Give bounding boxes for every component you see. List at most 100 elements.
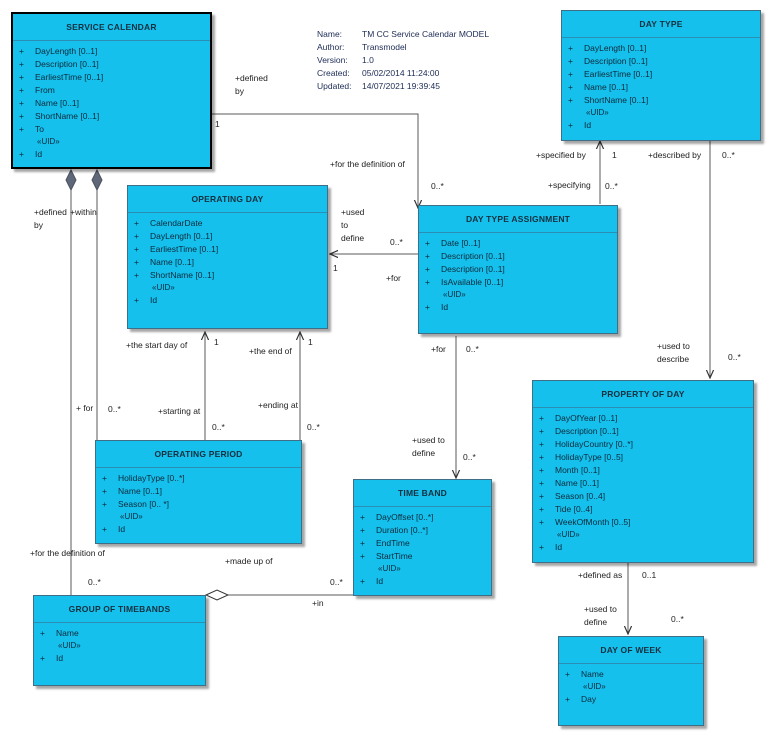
model-info-row: Updated:14/07/2021 19:39:45 [317, 80, 489, 93]
role-within: +within [70, 207, 97, 217]
visibility-marker: + [539, 478, 544, 488]
class-title: OPERATING PERIOD [96, 441, 301, 468]
model-info-key: Created: [317, 68, 350, 78]
attribute-row: + DayOffset [0..*] [360, 511, 485, 524]
role-starting-at: +starting at [158, 406, 201, 416]
uid-stereotype: «UID» [557, 530, 580, 539]
attribute-name: DayOffset [0..*] [376, 512, 434, 522]
class-day-of-week[interactable]: DAY OF WEEK+Name«UID»+Day [558, 636, 704, 726]
mult-dow: 0..* [671, 614, 684, 624]
role-ending-at: +ending at [258, 400, 298, 410]
attribute-row: + DayLength [0..1] [19, 45, 204, 58]
attribute-row: +From [19, 84, 204, 97]
class-property-of-day[interactable]: PROPERTY OF DAY+DayOfYear [0..1]+Descrip… [532, 380, 754, 563]
visibility-marker: + [102, 499, 107, 509]
model-info-row: Name: TM CC Service Calendar MODEL [317, 28, 489, 41]
attribute-name: From [35, 85, 55, 95]
identifier-name: Id [118, 524, 126, 534]
class-body: +Date [0..1]+Description [0..1]+Descript… [419, 233, 617, 316]
mult-tb-left: 0..* [330, 577, 343, 587]
class-body: +DayOfYear [0..1]+Description [0..1]+Hol… [533, 408, 753, 556]
attribute-row: +Date [0..1] [425, 237, 611, 250]
role-used-to-define-tb-2: define [412, 448, 436, 458]
role-used-to-define-3: define [341, 233, 365, 243]
identifier-name: Id [150, 295, 158, 305]
attribute-name: Month [0..1] [555, 465, 600, 475]
attribute-row: +Description [0..1] [539, 425, 747, 438]
class-service-calendar[interactable]: SERVICE CALENDAR+DayLength [0..1]+Descri… [11, 12, 212, 169]
mult-dta-od: 0..* [390, 237, 403, 247]
identifier-name: Id [555, 542, 563, 552]
identifier-name: Id [376, 576, 384, 586]
attribute-name: ShortName [0..1] [584, 95, 649, 105]
mult-starting: 0..* [212, 422, 225, 432]
role-used-to-describe-2: describe [657, 354, 690, 364]
visibility-marker: + [539, 439, 544, 449]
uid-stereotype: «UID» [443, 290, 466, 299]
class-time-band[interactable]: TIME BAND+DayOffset [0..*]+Duration [0..… [353, 479, 492, 596]
attribute-name: Name [56, 628, 79, 638]
attribute-name: IsAvailable [0..1] [441, 277, 504, 287]
attribute-name: Season [0.. *] [118, 499, 170, 509]
attribute-name: EarliestTime [0..1] [584, 69, 653, 79]
attribute-name: Name [0..1] [35, 98, 79, 108]
visibility-marker: + [19, 72, 24, 82]
attribute-name: DayLength [0..1] [35, 46, 98, 56]
role-for-definition-of: +for the definition of [330, 159, 405, 169]
identifier-row: +Id [568, 119, 754, 132]
class-group-of-timebands[interactable]: GROUP OF TIMEBANDS+Name«UID»+Id [33, 595, 206, 686]
identifier-name: Day [581, 694, 597, 704]
uid-stereotype: «UID» [378, 564, 401, 573]
role-defined-by: +defined [235, 73, 268, 83]
role-specifying: +specifying [548, 180, 591, 190]
identifier-row: +Id [134, 294, 321, 307]
attribute-name: ShortName [0..1] [150, 270, 215, 280]
role-for-definition-of-left: +for the definition of [30, 548, 105, 558]
class-day-type-assignment[interactable]: DAY TYPE ASSIGNMENT+Date [0..1]+Descript… [418, 205, 618, 334]
role-used-to-define-dow: +used to [584, 604, 617, 614]
class-day-type[interactable]: DAY TYPE+DayLength [0..1]+Description [0… [561, 10, 761, 141]
attribute-row: + Month [0..1] [539, 464, 747, 477]
class-title: GROUP OF TIMEBANDS [34, 596, 205, 623]
class-title: TIME BAND [354, 480, 491, 507]
model-info-value: TM CC Service Calendar MODEL [362, 29, 490, 39]
attribute-name: DayOfYear [0..1] [555, 413, 618, 423]
model-info-row: Version:1.0 [317, 54, 489, 67]
identifier-row: +Day [565, 693, 697, 706]
visibility-marker: + [19, 46, 24, 56]
visibility-marker: + [360, 576, 365, 586]
model-info-key: Author: [317, 42, 345, 52]
class-operating-period[interactable]: OPERATING PERIOD+HolidayType [0..*]+Name… [95, 440, 302, 544]
attribute-row: +IsAvailable [0..1] [425, 276, 611, 289]
role-used-to-define: +used [341, 207, 365, 217]
role-used-to-define-tb: +used to [412, 435, 445, 445]
model-info-key: Version: [317, 55, 348, 65]
attribute-row: +EarliestTime [0..1] [19, 71, 204, 84]
class-body: +HolidayType [0..*]+Name [0..1]+Season [… [96, 468, 301, 538]
uid-stereotype: «UID» [583, 682, 606, 691]
attribute-row: +Description [0..1] [425, 250, 611, 263]
attribute-row: +WeekOfMonth [0..5] [539, 516, 747, 529]
attribute-row: +Season [0..4] [539, 490, 747, 503]
mult-dt-1: 1 [612, 150, 617, 160]
attribute-row: +Description [0..1] [568, 55, 754, 68]
attribute-row: +Description [0..1] [425, 263, 611, 276]
visibility-marker: + [568, 56, 573, 66]
class-operating-day[interactable]: OPERATING DAY+CalendarDate+DayLength [0.… [127, 185, 328, 329]
class-body: +DayOffset [0..*]+Duration [0..*]+EndTim… [354, 507, 491, 590]
aggregation-diamond-op [91, 168, 103, 192]
visibility-marker: + [425, 264, 430, 274]
attribute-name: Name [0..1] [150, 257, 194, 267]
visibility-marker: + [134, 270, 139, 280]
role-for-dta-down: +for [431, 344, 446, 354]
model-info-key: Name: [317, 29, 343, 39]
role-in: +in [312, 598, 324, 608]
role-specified-by: +specified by [536, 150, 586, 160]
visibility-marker: + [134, 257, 139, 267]
visibility-marker: + [360, 512, 365, 522]
visibility-marker: + [360, 538, 365, 548]
attribute-row: +ShortName [0..1] [19, 110, 204, 123]
visibility-marker: + [19, 124, 24, 134]
attribute-name: Description [0..1] [555, 426, 619, 436]
visibility-marker: + [539, 465, 544, 475]
